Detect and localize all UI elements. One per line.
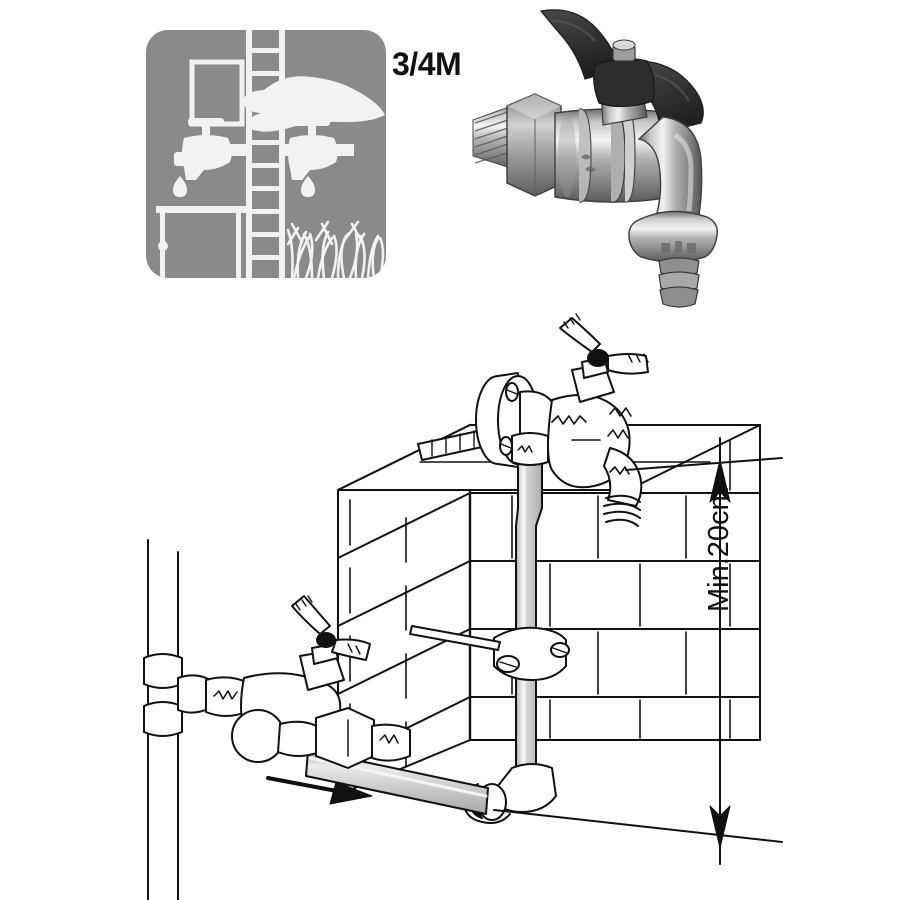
stop-valve-cross-handle xyxy=(291,595,371,661)
hex-nut xyxy=(506,93,562,197)
nozzle-embossing xyxy=(661,241,696,253)
height-dimension xyxy=(493,437,783,865)
stop-valve xyxy=(205,595,411,769)
brass-bib-tap-graphic xyxy=(472,9,718,308)
outdoor-tap-symbol xyxy=(282,118,354,197)
body-marking xyxy=(581,154,596,172)
vertical-supply-pipe xyxy=(143,539,211,900)
threaded-hose-outlet xyxy=(603,494,641,527)
application-badge xyxy=(146,30,386,278)
cross-handle xyxy=(559,313,649,375)
wall-mounted-tap xyxy=(519,313,649,527)
clamp-screw xyxy=(496,642,570,673)
grass-symbol xyxy=(286,220,385,278)
dimension-label: Min.20cm xyxy=(703,486,735,612)
handle-center-screw xyxy=(612,39,636,62)
hose-nozzle-barb xyxy=(628,210,718,308)
assembly-direction-arrow xyxy=(266,776,373,805)
wall-installation-drawing xyxy=(120,313,900,900)
tee-fitting xyxy=(143,653,211,737)
flange-screw xyxy=(499,382,519,456)
size-label: 3/4M xyxy=(392,46,462,82)
brass-bib-tap-photo xyxy=(455,5,755,335)
drain-cock-ball xyxy=(231,709,321,763)
installation-drawing-graphic xyxy=(143,313,783,900)
union-nut xyxy=(315,707,375,769)
basin-symbol xyxy=(156,206,246,278)
butterfly-lever-handle xyxy=(539,9,704,134)
application-badge-graphic xyxy=(146,30,386,278)
badge-symbols xyxy=(156,30,385,278)
indoor-tap-symbol xyxy=(173,118,248,197)
pipe-clamp xyxy=(409,625,570,681)
